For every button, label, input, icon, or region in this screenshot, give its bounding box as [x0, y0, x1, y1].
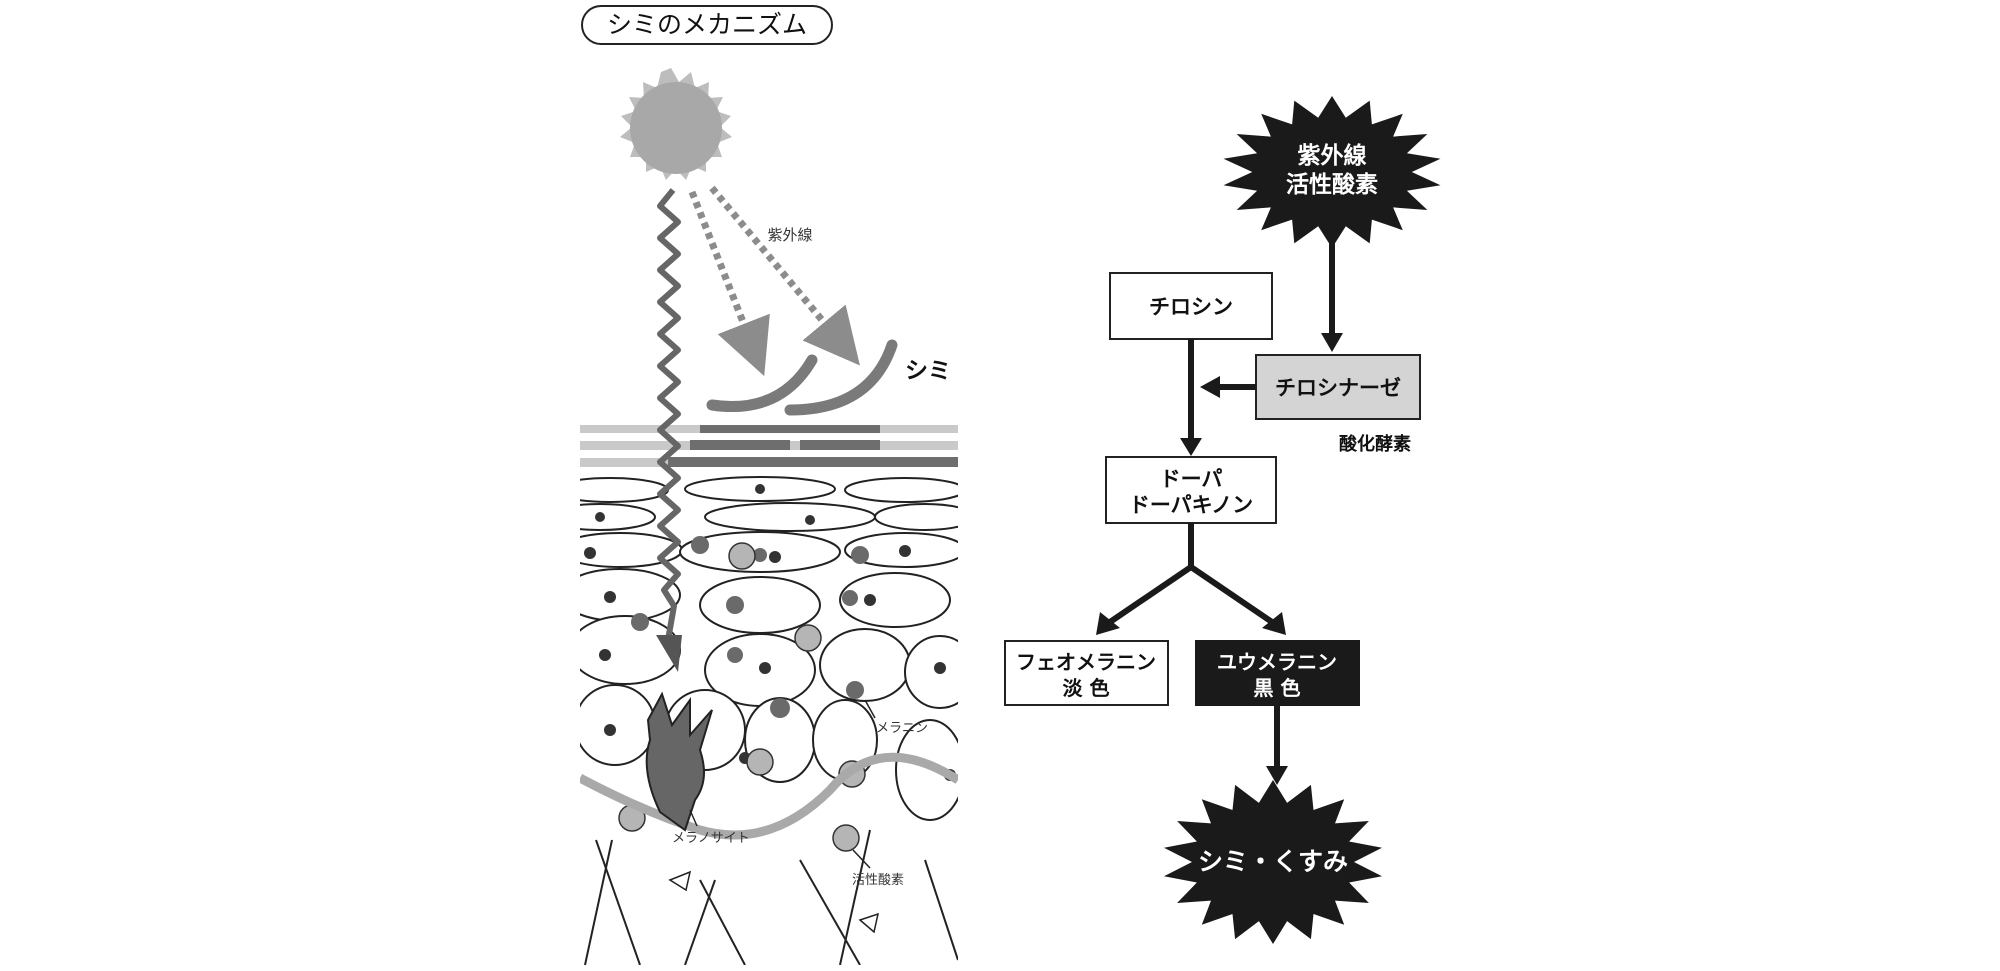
- melanocyte-shape: [645, 691, 713, 832]
- uv-ros-starburst: [1223, 96, 1441, 248]
- uv-ray-arrows: [688, 185, 860, 377]
- sun-icon: [620, 68, 732, 180]
- tyrosine-box: チロシン: [1109, 272, 1273, 340]
- uv-ray-arrowhead: [656, 635, 682, 672]
- melanocyte-callout: メラノサイト: [672, 809, 750, 846]
- trigger-line-2: 活性酸素: [1286, 171, 1378, 198]
- eumelanin-box: ユウメラニン 黒 色: [1195, 640, 1360, 706]
- title-badge: シミのメカニズム: [581, 5, 833, 45]
- trigger-line-1: 紫外線: [1298, 142, 1367, 169]
- dopa-label: ドーパ: [1160, 467, 1223, 491]
- pheomelanin-box: フェオメラニン 淡 色: [1004, 640, 1169, 706]
- tyrosine-label: チロシン: [1149, 295, 1233, 319]
- melanin-flow-diagram: 紫外線 活性酸素 チロシン チロシナーゼ 酸化酵素 ドーパ ドーパキノン: [1004, 96, 1441, 944]
- spot-label: シミ: [905, 358, 951, 384]
- dopaquinone-label: ドーパキノン: [1129, 493, 1253, 517]
- tyrosinase-label: チロシナーゼ: [1275, 376, 1401, 400]
- ros-callout: 活性酸素: [852, 849, 904, 888]
- spot-marks: [706, 339, 898, 416]
- page-title: シミのメカニズム: [607, 10, 807, 39]
- melanocyte-label: メラノサイト: [672, 831, 750, 846]
- melanin-callout: メラニン: [864, 699, 928, 736]
- tyrosinase-box: チロシナーゼ: [1255, 354, 1421, 420]
- skin-illustration: 紫外線 シミ: [580, 68, 958, 965]
- oxidase-label: 酸化酵素: [1339, 433, 1411, 455]
- pheomelanin-color-label: 淡 色: [1063, 676, 1110, 700]
- uv-label: 紫外線: [767, 226, 812, 244]
- melanin-label: メラニン: [876, 721, 928, 736]
- uv-zigzag-ray: [657, 188, 681, 641]
- eumelanin-color-label: 黒 色: [1254, 676, 1301, 700]
- result-label: シミ・くすみ: [1198, 847, 1348, 876]
- skin-layers: [580, 425, 958, 965]
- spot-dullness-starburst: [1164, 780, 1382, 944]
- dopa-box: ドーパ ドーパキノン: [1105, 456, 1277, 524]
- eumelanin-label: ユウメラニン: [1217, 650, 1337, 674]
- pheomelanin-label: フェオメラニン: [1016, 650, 1156, 674]
- ros-label: 活性酸素: [852, 873, 904, 888]
